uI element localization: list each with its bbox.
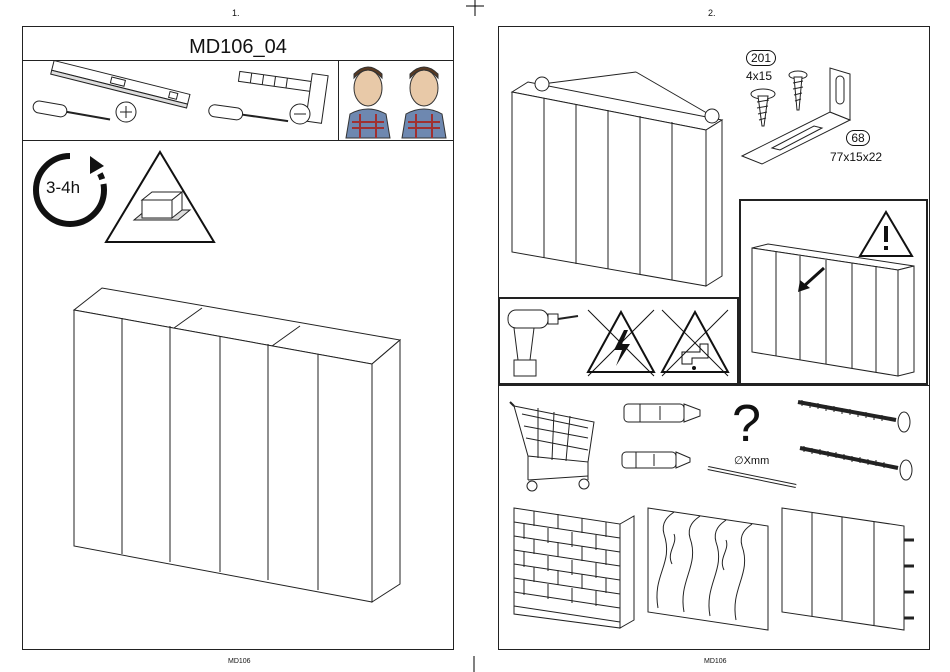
wardrobe-illustration (70, 284, 410, 604)
long-screw-icon (796, 398, 916, 434)
flat-screwdriver-icon (206, 100, 326, 140)
person-icon (346, 67, 390, 138)
plasterboard-wall-illustration (778, 504, 922, 632)
long-screw-icon (798, 444, 918, 484)
crop-mark (462, 0, 488, 20)
divider (498, 385, 930, 386)
no-electric-cable-icon (586, 308, 656, 378)
divider (22, 140, 454, 141)
page-number: 1. (232, 8, 240, 18)
shopping-cart-icon (508, 400, 602, 494)
part-id-badge: 201 (746, 50, 776, 66)
drill-icon (504, 304, 582, 380)
page-footer: MD106 (704, 658, 727, 665)
wall-plug-icon (618, 446, 692, 474)
time-estimate: 3-4h (46, 178, 80, 198)
wall-plug-icon (620, 398, 702, 428)
question-mark: ? (732, 398, 761, 450)
wardrobe-illustration (508, 70, 728, 290)
phillips-screwdriver-icon (30, 98, 150, 138)
brick-wall-illustration (510, 504, 638, 632)
divider (338, 60, 339, 140)
page-number: 2. (708, 8, 716, 18)
no-water-pipe-icon (660, 308, 730, 378)
page-footer: MD106 (228, 658, 251, 665)
divider (22, 60, 454, 61)
wood-panel-illustration (644, 504, 772, 632)
page-title: MD106_04 (22, 36, 454, 59)
two-people-illustration (342, 62, 452, 138)
drill-bit-icon (706, 464, 800, 490)
part-id-badge: 68 (846, 130, 870, 146)
person-icon (402, 67, 446, 138)
floor-protection-warning-icon (104, 150, 216, 246)
door-panels-illustration (748, 244, 918, 378)
crop-mark (473, 656, 475, 672)
part-size: 77x15x22 (830, 150, 882, 164)
